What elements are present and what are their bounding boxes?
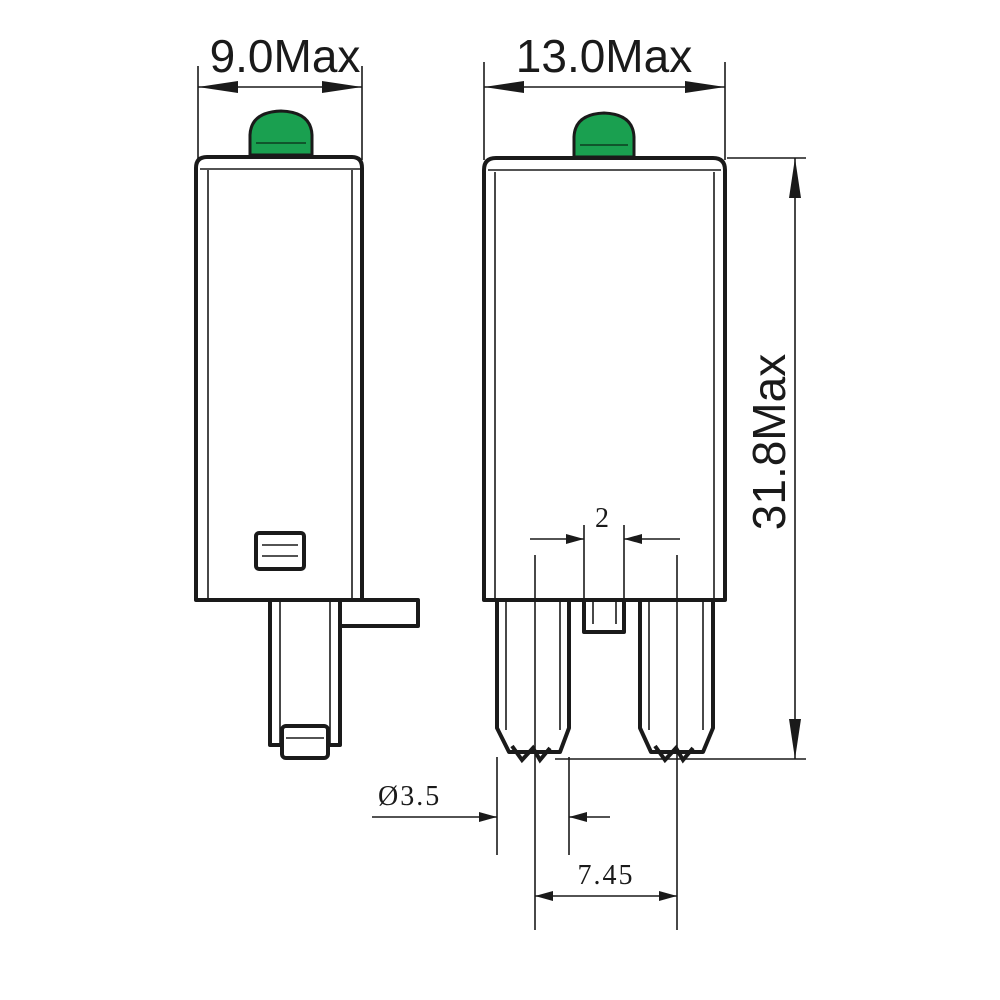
gap-dim-arrow-right <box>624 534 642 544</box>
front-width-label: 13.0Max <box>516 30 692 82</box>
side-latch-window <box>254 531 306 571</box>
gap-dim-arrow-left <box>566 534 584 544</box>
pitch-dim-arrow-right <box>659 891 677 901</box>
front-led <box>572 111 636 159</box>
side-dim-arrow-left <box>198 81 238 93</box>
front-body <box>482 156 727 602</box>
side-view: 9.0Max <box>194 30 420 760</box>
front-pin-left-tip <box>510 744 552 764</box>
front-dim-arrow-left <box>484 81 524 93</box>
front-pin-left <box>495 600 571 754</box>
front-center-key <box>582 600 626 634</box>
front-view: 13.0Max 31.8Max 2 Ø3.5 7.45 <box>372 30 806 930</box>
side-led <box>248 109 314 157</box>
front-dim-arrow-right <box>685 81 725 93</box>
pitch-dim-arrow-left <box>535 891 553 901</box>
side-width-label: 9.0Max <box>210 30 361 82</box>
front-pin-right-tip <box>653 744 695 764</box>
pitch-label: 7.45 <box>578 860 635 891</box>
diameter-label: Ø3.5 <box>378 781 441 812</box>
side-pin-tip <box>280 724 330 760</box>
side-body <box>194 155 364 602</box>
gap-label: 2 <box>595 503 611 534</box>
height-label: 31.8Max <box>743 354 795 530</box>
height-dim-arrow-top <box>789 158 801 198</box>
side-dim-arrow-right <box>322 81 362 93</box>
height-dim-arrow-bottom <box>789 719 801 759</box>
side-tab <box>340 598 420 628</box>
dia-dim-arrow-right <box>569 812 587 822</box>
dia-dim-arrow-left <box>479 812 497 822</box>
